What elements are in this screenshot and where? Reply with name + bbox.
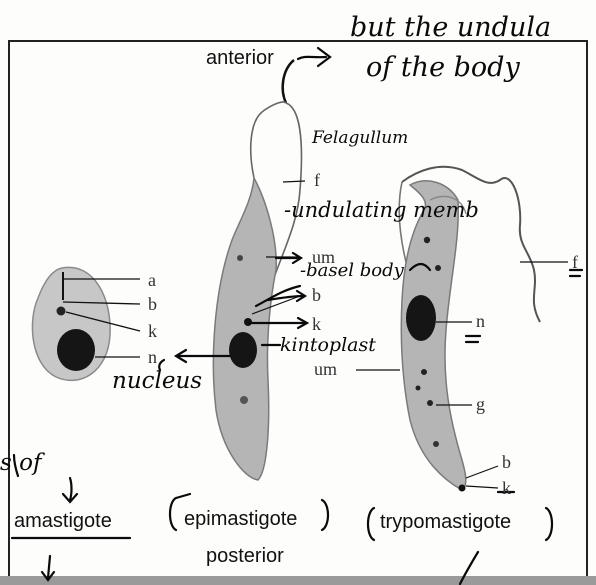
label-k-epi: k (312, 314, 321, 334)
left-fragment-note: s of (0, 452, 41, 475)
label-b-trypo: b (502, 452, 511, 472)
basal-body-note: -basel body (300, 262, 404, 280)
amastigote-label: amastigote (14, 511, 112, 531)
epimastigote-label: epimastigote (184, 509, 297, 529)
note-undulating-line2: of the body (366, 54, 520, 81)
trypomastigote-nucleus (406, 295, 436, 341)
label-n: n (148, 347, 157, 367)
label-g: g (476, 394, 485, 414)
label-a: a (148, 270, 156, 290)
flagellum-note: Felagullum (312, 130, 408, 147)
epimastigote-cell (213, 60, 305, 480)
undulating-membrane-note: -undulating memb (284, 200, 479, 221)
label-f-trypo: f (572, 252, 578, 272)
amastigote-kinetoplast (57, 307, 66, 316)
amastigote-nucleus (57, 329, 95, 371)
label-f-epi: f (314, 170, 320, 190)
epimastigote-nucleus (229, 332, 257, 368)
note-undulating-line1: but the undula (350, 14, 551, 41)
trypomastigote-label: trypomastigote (380, 512, 511, 532)
nucleus-note: nucleus (112, 370, 202, 393)
anterior-label: anterior (206, 48, 274, 68)
amastigote-cell (32, 267, 140, 380)
kinetoplast-note: kintoplast (280, 336, 376, 355)
label-k-trypo: k (502, 478, 511, 498)
label-b-epi: b (312, 285, 321, 305)
label-n-trypo: n (476, 311, 485, 331)
label-b: b (148, 294, 157, 314)
trypomastigote-kinetoplast (459, 485, 466, 492)
label-um-trypo: um (314, 359, 337, 379)
label-k: k (148, 321, 157, 341)
posterior-label: posterior (206, 546, 284, 566)
